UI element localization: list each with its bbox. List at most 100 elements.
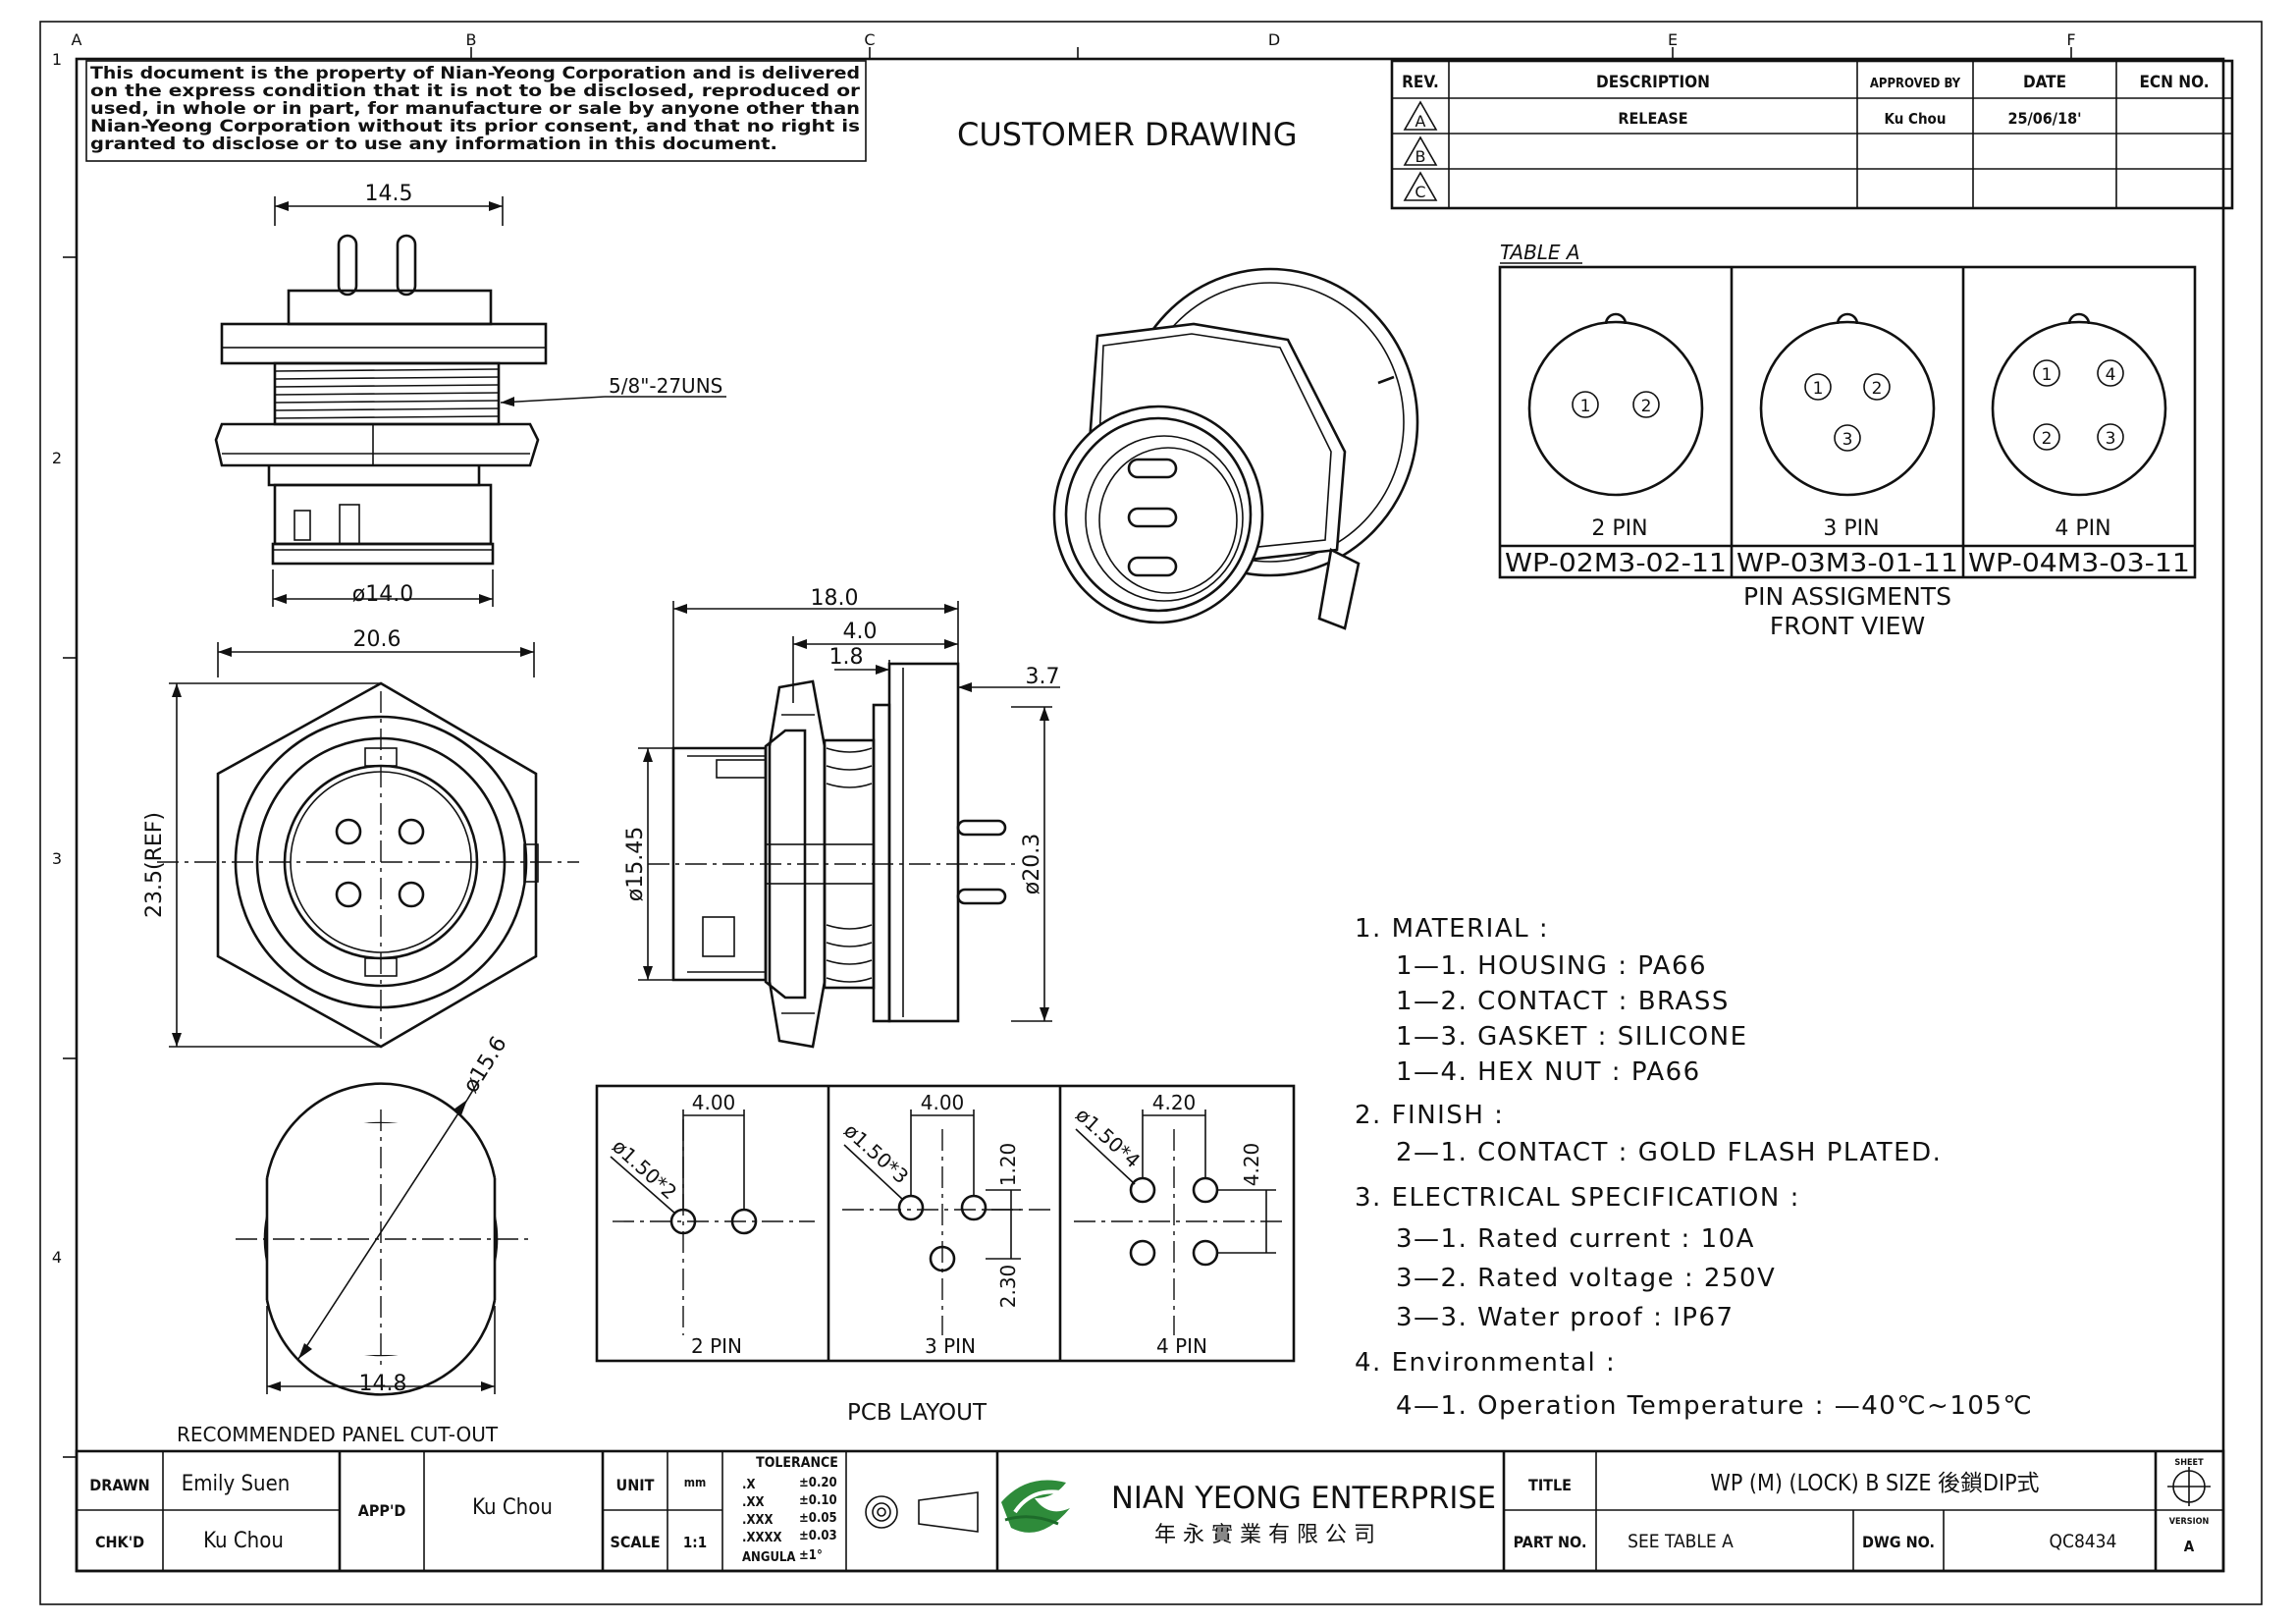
dim-top-width: 14.5 [365, 182, 413, 206]
note-line: 1—1. HOUSING : PA66 [1396, 951, 1707, 981]
grid-row-1: 1 [52, 50, 62, 69]
dim-side-dia-right: ø20.3 [1020, 834, 1044, 894]
tolerance-key: .X [742, 1478, 755, 1492]
unit-label: UNIT [616, 1476, 655, 1494]
pcb-3pin-spacing: 4.00 [921, 1091, 965, 1114]
description-header: DESCRIPTION [1596, 73, 1710, 92]
grid-col-b: B [466, 30, 477, 49]
grid-columns: A B C D E F [72, 30, 2076, 59]
company-name-cn: 年 永 實 業 有 限 公 司 [1154, 1523, 1375, 1547]
dim-hex-width: 20.6 [353, 627, 401, 652]
table-a-2pin-part: WP-02M3-02-11 [1505, 549, 1727, 578]
chkd-value: Ku Chou [203, 1529, 284, 1553]
approved-header: APPROVED BY [1870, 77, 1961, 91]
tolerance-key: .XXXX [742, 1531, 782, 1545]
scale-label: SCALE [610, 1533, 660, 1551]
front-view-caption: FRONT VIEW [1770, 612, 1925, 640]
version-value: A [2184, 1538, 2195, 1555]
company-name-en: NIAN YEONG ENTERPRISE [1111, 1481, 1496, 1516]
note-line: 2—1. CONTACT : GOLD FLASH PLATED. [1396, 1138, 1942, 1167]
note-line: 1—2. CONTACT : BRASS [1396, 987, 1730, 1016]
tolerance-value: ±0.05 [799, 1511, 837, 1526]
grid-row-4: 4 [52, 1248, 62, 1267]
dim-cutout-dia: ø15.6 [458, 1032, 511, 1097]
tolerance-key: ANGULA [742, 1550, 795, 1565]
notice-box [85, 60, 867, 162]
dim-side-b: 1.8 [829, 645, 864, 670]
table-a-title: TABLE A [1500, 241, 1580, 264]
pcb-2pin-spacing: 4.00 [692, 1091, 736, 1114]
notice-line: This document is the property of Nian-Ye… [90, 64, 860, 82]
note-line: 1—4. HEX NUT : PA66 [1396, 1057, 1701, 1087]
drawn-label: DRAWN [89, 1476, 149, 1494]
table-a-2pin-label: 2 PIN [1591, 516, 1647, 541]
note-line: 3—3. Water proof : IP67 [1396, 1303, 1735, 1332]
pcb-caption: PCB LAYOUT [847, 1400, 988, 1426]
outer-frame [39, 21, 2263, 1605]
grid-col-d: D [1268, 30, 1280, 49]
pin-label: 1 [1813, 379, 1824, 399]
notice-line: Nian-Yeong Corporation without its prior… [90, 117, 860, 135]
partno-value: SEE TABLE A [1628, 1531, 1734, 1552]
tolerance-key: .XXX [742, 1513, 774, 1528]
dim-side-a: 4.0 [843, 620, 878, 644]
tolerance-value: ±0.10 [799, 1493, 837, 1508]
rev-a-approved: Ku Chou [1885, 110, 1947, 128]
note-line: 3—2. Rated voltage : 250V [1396, 1264, 1776, 1293]
dim-side-dia-left: ø15.45 [623, 827, 648, 901]
pcb-4pin-v1: 4.20 [1240, 1143, 1263, 1187]
dwgno-label: DWG NO. [1862, 1533, 1935, 1551]
rev-a: A [1415, 112, 1426, 131]
pin-label: 2 [2042, 429, 2053, 449]
connector-3d-view [1052, 267, 1419, 630]
title-label: TITLE [1528, 1476, 1572, 1494]
appd-value: Ku Chou [472, 1495, 553, 1520]
dim-side-c: 3.7 [1026, 665, 1060, 689]
grid-row-2: 2 [52, 449, 62, 467]
note-line: 4. Environmental : [1355, 1348, 1616, 1378]
pcb-4pin-spacing: 4.20 [1152, 1091, 1197, 1114]
pcb-3pin-label: 3 PIN [925, 1334, 976, 1358]
note-line: 2. FINISH : [1355, 1101, 1504, 1130]
pcb-3pin-hole: ø1.50*3 [839, 1118, 913, 1188]
table-a-4pin-part: WP-04M3-03-11 [1968, 549, 2190, 578]
side-view: 18.0 4.0 1.8 3.7 ø15.45 ø20.3 [623, 586, 1060, 1049]
revision-table: REV. DESCRIPTION APPROVED BY DATE ECN NO… [1390, 59, 2234, 210]
partno-label: PART NO. [1514, 1533, 1587, 1551]
company-logo-icon [1001, 1480, 1070, 1533]
dim-bottom-dia: ø14.0 [352, 582, 413, 607]
pcb-3pin-v2: 2.30 [996, 1265, 1020, 1309]
pin-label: 2 [1641, 397, 1652, 416]
grid-col-a: A [72, 30, 82, 49]
table-a: TABLE A 1 2 2 PIN WP-02M3-02-11 1 2 3 3 … [1498, 241, 2197, 640]
front-hex-view: 20.6 23.5(REF) [142, 627, 579, 1049]
dwgno-value: QC8434 [2050, 1531, 2117, 1552]
pin-assignments-caption: PIN ASSIGMENTS [1743, 582, 1951, 611]
dim-cutout-flat: 14.8 [359, 1372, 407, 1396]
tolerance-title: TOLERANCE [756, 1455, 838, 1471]
pin-label: 1 [1580, 397, 1591, 416]
pin-label: 2 [1872, 379, 1883, 399]
note-line: 3—1. Rated current : 10A [1396, 1224, 1755, 1254]
dim-thread: 5/8"-27UNS [609, 374, 722, 398]
pin-label: 1 [2042, 365, 2053, 385]
drawing-title: CUSTOMER DRAWING [957, 116, 1298, 153]
drawn-value: Emily Suen [182, 1472, 291, 1496]
projection-symbol-icon [865, 1491, 979, 1533]
note-line: 3. ELECTRICAL SPECIFICATION : [1355, 1183, 1800, 1213]
grid-rows: 1 2 3 4 [52, 50, 77, 1458]
dim-side-total: 18.0 [811, 586, 859, 611]
rev-a-description: RELEASE [1618, 109, 1687, 128]
rev-header: REV. [1402, 73, 1439, 92]
grid-col-e: E [1668, 30, 1678, 49]
version-label: VERSION [2169, 1517, 2210, 1527]
tolerance-key: .XX [742, 1495, 764, 1510]
note-line: 1—3. GASKET : SILICONE [1396, 1022, 1748, 1052]
pin-label: 3 [1842, 430, 1853, 450]
sheet-symbol-icon [2167, 1467, 2211, 1506]
panel-cutout: ø15.6 14.8 RECOMMENDED PANEL CUT-OUT [177, 1032, 530, 1446]
grid-col-c: C [864, 30, 875, 49]
tolerance-value: ±0.03 [799, 1529, 837, 1543]
pcb-layout: 4.00 ø1.50*2 2 PIN 4.00 1.20 2.30 ø1.50*… [595, 1084, 1296, 1426]
